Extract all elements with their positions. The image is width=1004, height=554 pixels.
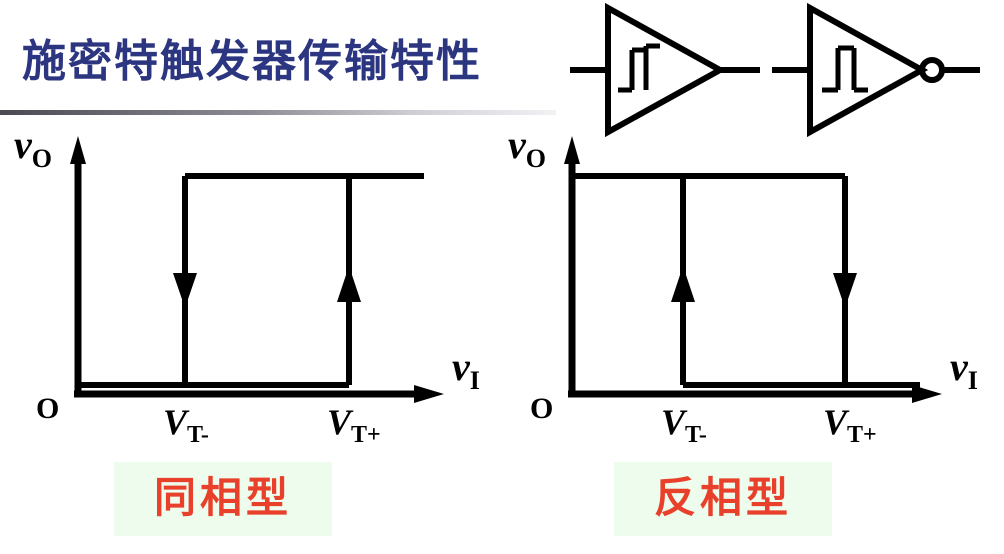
y-axis <box>70 136 86 394</box>
tick-high-sub: T+ <box>351 422 381 448</box>
tick-high-main: V <box>327 402 354 442</box>
tick-low-sub-2: T- <box>685 422 707 448</box>
x-axis-arrowhead <box>414 385 444 403</box>
page-title: 施密特触发器传输特性 <box>22 37 482 86</box>
origin-label-2: O <box>530 392 553 425</box>
x-axis-label-main-2: v <box>950 344 969 389</box>
noninverting-triangle-icon <box>605 2 727 138</box>
title-divider <box>0 110 556 115</box>
chart-noninverting: vO vI O VT- VT+ <box>14 122 480 448</box>
falling-direction-arrow-icon-2 <box>833 273 857 308</box>
caption-box-inverting: 反相型 <box>614 462 832 536</box>
y-axis-label-2: vO <box>508 122 546 173</box>
y-axis-arrowhead <box>70 136 86 164</box>
origin-label: O <box>36 392 59 425</box>
noninverting-schmitt-symbol <box>570 2 760 138</box>
y-axis-2 <box>564 136 580 394</box>
x-axis <box>74 385 444 403</box>
hysteresis-curve-2 <box>572 173 920 388</box>
tick-low-sub: T- <box>187 422 209 448</box>
inverting-triangle-icon <box>807 2 929 138</box>
x-axis-label-sub: I <box>470 366 480 395</box>
tick-label-vt-plus-2: VT+ <box>823 402 877 448</box>
chart-inverting: vO vI O VT- VT+ <box>508 122 978 448</box>
caption-label-inverting: 反相型 <box>653 476 792 522</box>
y-axis-label: vO <box>14 122 52 173</box>
inverting-output-bubble-icon <box>919 57 945 83</box>
hysteresis-glyph-icon-2 <box>822 45 868 93</box>
x-axis-label-2: vI <box>950 344 978 395</box>
caption-label-noninverting: 同相型 <box>153 476 292 522</box>
tick-low-main-2: V <box>661 402 688 442</box>
x-axis-label: vI <box>452 344 480 395</box>
x-axis-label-main: v <box>452 344 471 389</box>
hysteresis-glyph-icon <box>618 43 660 93</box>
x-axis-arrowhead-2 <box>912 385 942 403</box>
hysteresis-curve <box>80 173 424 388</box>
y-axis-label-main: v <box>14 122 33 167</box>
falling-direction-arrow-icon <box>173 273 197 308</box>
tick-label-vt-minus-2: VT- <box>661 402 707 448</box>
tick-high-sub-2: T+ <box>847 422 877 448</box>
x-axis-2 <box>568 385 942 403</box>
schmitt-trigger-symbols <box>570 2 980 138</box>
tick-low-main: V <box>163 402 190 442</box>
tick-high-main-2: V <box>823 402 850 442</box>
rising-direction-arrow-icon <box>337 266 361 302</box>
y-axis-label-sub-2: O <box>526 144 546 173</box>
tick-label-vt-minus: VT- <box>163 402 209 448</box>
y-axis-arrowhead-2 <box>564 136 580 164</box>
rising-direction-arrow-icon-2 <box>671 266 695 302</box>
x-axis-label-sub-2: I <box>968 366 978 395</box>
caption-box-noninverting: 同相型 <box>114 462 332 536</box>
inverting-schmitt-symbol <box>772 2 980 138</box>
y-axis-label-sub: O <box>32 144 52 173</box>
tick-label-vt-plus: VT+ <box>327 402 381 448</box>
y-axis-label-main-2: v <box>508 122 527 167</box>
